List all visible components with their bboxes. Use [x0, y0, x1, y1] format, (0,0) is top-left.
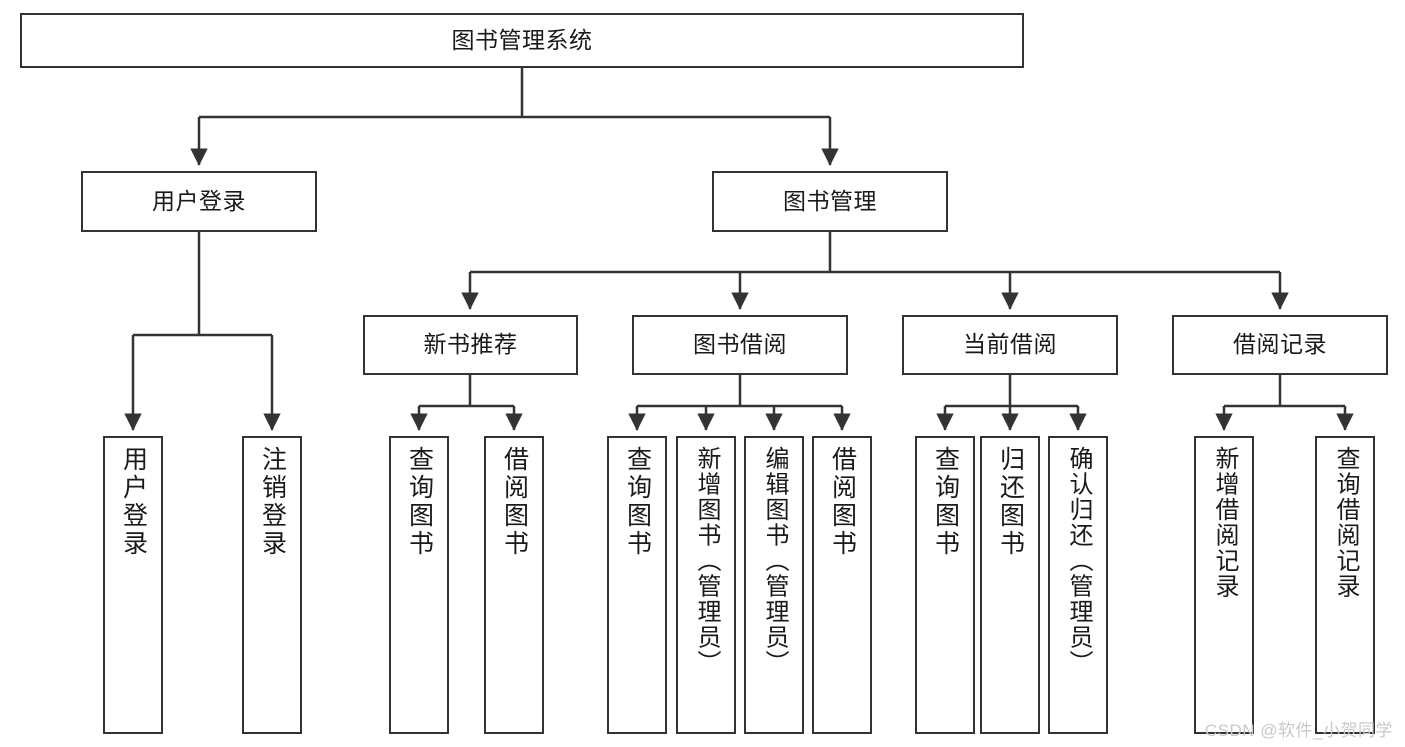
node-leaf-current-return-label: 归还图书 [996, 446, 1025, 558]
node-leaf-user-logout-label: 注销登录 [258, 446, 287, 558]
node-leaf-current-confirm-return[interactable]: 确认归还（管理员） [1048, 436, 1108, 734]
node-book-management[interactable]: 图书管理 [712, 171, 948, 232]
node-leaf-newbook-borrow[interactable]: 借阅图书 [484, 436, 544, 734]
node-new-book-recommend[interactable]: 新书推荐 [363, 315, 578, 375]
node-new-book-recommend-label: 新书推荐 [423, 331, 518, 358]
node-current-borrow[interactable]: 当前借阅 [902, 315, 1118, 375]
node-leaf-current-return[interactable]: 归还图书 [980, 436, 1040, 734]
node-leaf-record-add[interactable]: 新增借阅记录 [1194, 436, 1254, 734]
node-leaf-current-query-label: 查询图书 [931, 446, 960, 558]
node-leaf-user-login-label: 用户登录 [119, 446, 148, 558]
node-root-system-label: 图书管理系统 [451, 26, 593, 53]
node-leaf-borrow-query-label: 查询图书 [623, 446, 652, 558]
node-leaf-borrow-add-book[interactable]: 新增图书（管理员） [676, 436, 736, 734]
node-leaf-current-confirm-return-label: 确认归还（管理员） [1065, 446, 1092, 676]
node-user-login-label: 用户登录 [152, 187, 246, 214]
node-leaf-borrow-edit-book[interactable]: 编辑图书（管理员） [744, 436, 804, 734]
node-leaf-record-add-label: 新增借阅记录 [1211, 446, 1238, 599]
node-leaf-current-query[interactable]: 查询图书 [915, 436, 975, 734]
node-leaf-record-query[interactable]: 查询借阅记录 [1315, 436, 1375, 734]
node-leaf-borrow-borrow-book[interactable]: 借阅图书 [812, 436, 872, 734]
node-borrow-record[interactable]: 借阅记录 [1172, 315, 1388, 375]
node-leaf-user-logout[interactable]: 注销登录 [242, 436, 302, 734]
node-leaf-user-login[interactable]: 用户登录 [103, 436, 163, 734]
node-user-login[interactable]: 用户登录 [81, 171, 317, 232]
node-book-borrow-label: 图书借阅 [693, 331, 787, 358]
node-leaf-borrow-edit-book-label: 编辑图书（管理员） [761, 446, 788, 676]
node-current-borrow-label: 当前借阅 [963, 331, 1057, 358]
node-borrow-record-label: 借阅记录 [1233, 331, 1327, 358]
node-leaf-newbook-query-label: 查询图书 [405, 446, 434, 558]
watermark-text: CSDN @软件_小贺同学 [1204, 721, 1393, 740]
node-leaf-record-query-label: 查询借阅记录 [1332, 446, 1359, 599]
node-book-management-label: 图书管理 [783, 187, 877, 214]
node-leaf-borrow-borrow-book-label: 借阅图书 [828, 446, 857, 558]
node-book-borrow[interactable]: 图书借阅 [632, 315, 848, 375]
node-root-system[interactable]: 图书管理系统 [20, 13, 1024, 68]
node-leaf-newbook-borrow-label: 借阅图书 [500, 446, 529, 558]
node-leaf-borrow-query[interactable]: 查询图书 [607, 436, 667, 734]
node-leaf-newbook-query[interactable]: 查询图书 [389, 436, 449, 734]
node-leaf-borrow-add-book-label: 新增图书（管理员） [693, 446, 720, 676]
